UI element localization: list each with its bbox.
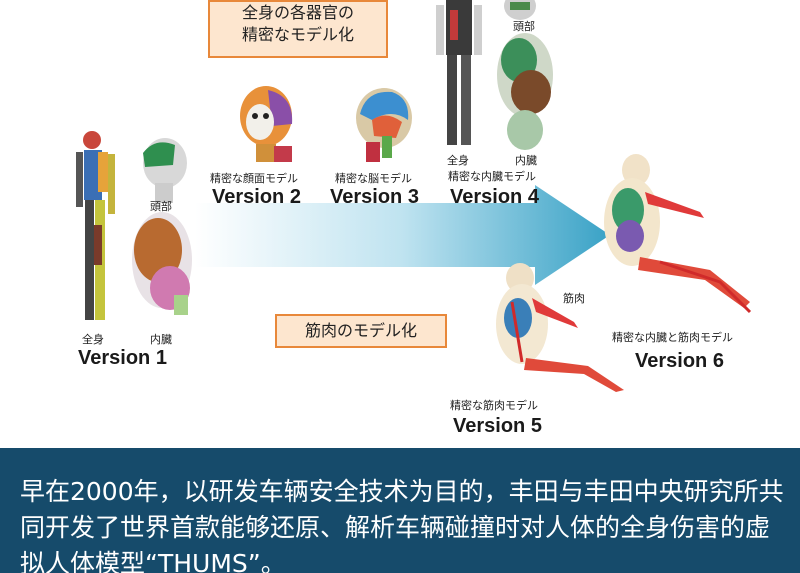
v3-brain-model-figure (356, 88, 412, 162)
version-3-label: Version 3 (330, 186, 419, 208)
v1-whole-body-caption: 全身 (82, 333, 104, 346)
v1-head-caption: 頭部 (150, 200, 172, 213)
v4-whole-body-figure (436, 0, 482, 145)
version-6-label: Version 6 (635, 350, 724, 372)
v6-caption: 精密な内臓と筋肉モデル (612, 331, 733, 344)
v5-muscle-figure (496, 263, 624, 392)
v2-face-model-figure (240, 86, 293, 162)
v1-head-figure (143, 138, 187, 203)
caption-panel: 早在2000年，以研发车辆安全技术为目的，丰田与丰田中央研究所共同开发了世界首款… (0, 448, 800, 573)
v5-muscle-caption: 筋肉 (563, 292, 585, 305)
version-4-label: Version 4 (450, 186, 539, 208)
version-2-label: Version 2 (212, 186, 301, 208)
caption-text: 早在2000年，以研发车辆安全技术为目的，丰田与丰田中央研究所共同开发了世界首款… (20, 477, 784, 573)
v6-organs-muscle-figure (604, 154, 752, 314)
v4-head-caption: 頭部 (513, 20, 535, 33)
version-1-label: Version 1 (78, 347, 167, 369)
v4-caption: 精密な内臓モデル (448, 170, 536, 183)
v4-whole-body-caption: 全身 (447, 154, 469, 167)
v5-caption: 精密な筋肉モデル (450, 399, 538, 412)
v2-caption: 精密な顔面モデル (210, 172, 298, 185)
evolution-diagram: 全身の各器官の 精密なモデル化 筋肉のモデル化 頭部 全身 内臓 Version… (76, 0, 752, 437)
v4-organs-caption: 内臓 (515, 154, 537, 167)
v1-organs-figure (132, 212, 192, 315)
version-5-label: Version 5 (453, 415, 542, 437)
callout-muscle-modeling: 筋肉のモデル化 (275, 314, 447, 348)
evolution-arrow (195, 185, 610, 285)
v4-head-figure (504, 0, 536, 20)
v1-whole-body-figure (76, 131, 115, 320)
v3-caption: 精密な脳モデル (335, 172, 412, 185)
callout-organ-modeling: 全身の各器官の 精密なモデル化 (208, 0, 388, 58)
v1-organs-caption: 内臓 (150, 333, 172, 346)
v4-organs-figure (497, 33, 553, 150)
